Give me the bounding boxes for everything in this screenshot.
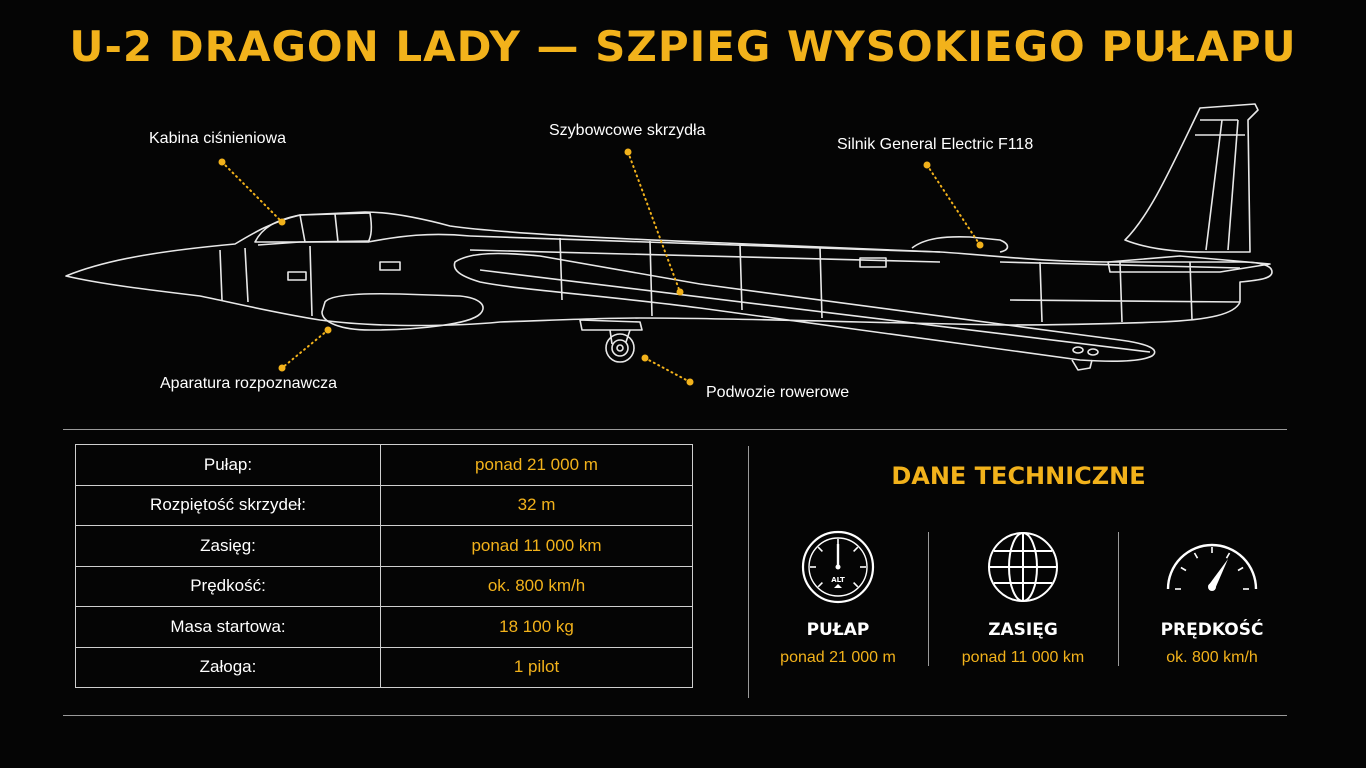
wings-callout-dot xyxy=(624,148,632,156)
spec-label: Rozpiętość skrzydeł: xyxy=(75,484,381,526)
stat-range: ZASIĘG ponad 11 000 km xyxy=(928,529,1118,667)
table-row: Masa startowa: 18 100 kg xyxy=(75,606,693,648)
page-title: U-2 DRAGON LADY — SZPIEG WYSOKIEGO PUŁAP… xyxy=(69,22,1297,71)
stat-value: ponad 21 000 m xyxy=(780,649,896,666)
recon-target-dot xyxy=(324,326,332,334)
spec-label: Prędkość: xyxy=(75,565,381,607)
spec-label: Załoga: xyxy=(75,646,381,688)
main-gear-wheel xyxy=(605,333,635,363)
specs-table: Pułap: ponad 21 000 m Rozpiętość skrzyde… xyxy=(75,444,693,688)
callout-gear: Podwozie rowerowe xyxy=(706,384,850,401)
wings-target-dot xyxy=(676,288,684,296)
stat-label: ZASIĘG xyxy=(988,620,1058,640)
spec-value: ponad 11 000 km xyxy=(380,525,693,567)
spec-value: ponad 21 000 m xyxy=(380,444,693,486)
spec-label: Pułap: xyxy=(75,444,381,486)
spec-value: 32 m xyxy=(380,484,693,526)
gear-callout-dot xyxy=(686,378,694,386)
vertical-tail xyxy=(1124,103,1259,253)
cockpit-callout-dot xyxy=(218,158,226,166)
section-divider xyxy=(748,446,749,698)
altimeter-icon: ALT xyxy=(801,530,875,604)
callout-cockpit: Kabina ciśnieniowa xyxy=(149,130,286,147)
gear-target-dot xyxy=(641,354,649,362)
callout-recon: Aparatura rozpoznawcza xyxy=(160,375,337,392)
spec-value: ok. 800 km/h xyxy=(380,565,693,607)
altimeter-text: ALT xyxy=(831,576,845,584)
table-row: Prędkość: ok. 800 km/h xyxy=(75,565,693,607)
spec-value: 1 pilot xyxy=(380,646,693,688)
globe-icon xyxy=(988,532,1058,602)
recon-pod xyxy=(321,292,484,331)
table-row: Pułap: ponad 21 000 m xyxy=(75,444,693,486)
engine-intake xyxy=(911,235,1009,253)
recon-callout-dot xyxy=(278,364,286,372)
engine-target-dot xyxy=(976,241,984,249)
callout-wings: Szybowcowe skrzydła xyxy=(549,122,706,139)
top-divider xyxy=(63,429,1287,430)
u2-aircraft-drawing xyxy=(65,103,1273,386)
wing xyxy=(453,252,1156,362)
stat-value: ponad 11 000 km xyxy=(961,649,1085,666)
stat-value: ok. 800 km/h xyxy=(1166,649,1258,666)
table-row: Rozpiętość skrzydeł: 32 m xyxy=(75,484,693,526)
speedometer-icon xyxy=(1166,543,1258,591)
stat-altitude: ALT PUŁAP ponad 21 000 m xyxy=(743,529,933,667)
engine-callout-dot xyxy=(923,161,931,169)
callout-engine: Silnik General Electric F118 xyxy=(837,136,1034,153)
stat-label: PRĘDKOŚĆ xyxy=(1160,620,1264,640)
horizontal-stabilizer xyxy=(1107,255,1271,273)
table-row: Zasięg: ponad 11 000 km xyxy=(75,525,693,567)
fuselage-outline xyxy=(65,211,1273,327)
spec-value: 18 100 kg xyxy=(380,606,693,648)
bottom-divider xyxy=(63,715,1287,716)
cockpit-target-dot xyxy=(278,218,286,226)
stat-divider xyxy=(928,532,929,666)
table-row: Załoga: 1 pilot xyxy=(75,646,693,688)
stat-label: PUŁAP xyxy=(806,620,870,640)
spec-label: Masa startowa: xyxy=(75,606,381,648)
tech-heading: DANE TECHNICZNE xyxy=(891,462,1146,490)
stat-divider xyxy=(1118,532,1119,666)
canopy xyxy=(254,212,373,243)
stat-speed: PRĘDKOŚĆ ok. 800 km/h xyxy=(1117,529,1307,667)
spec-label: Zasięg: xyxy=(75,525,381,567)
